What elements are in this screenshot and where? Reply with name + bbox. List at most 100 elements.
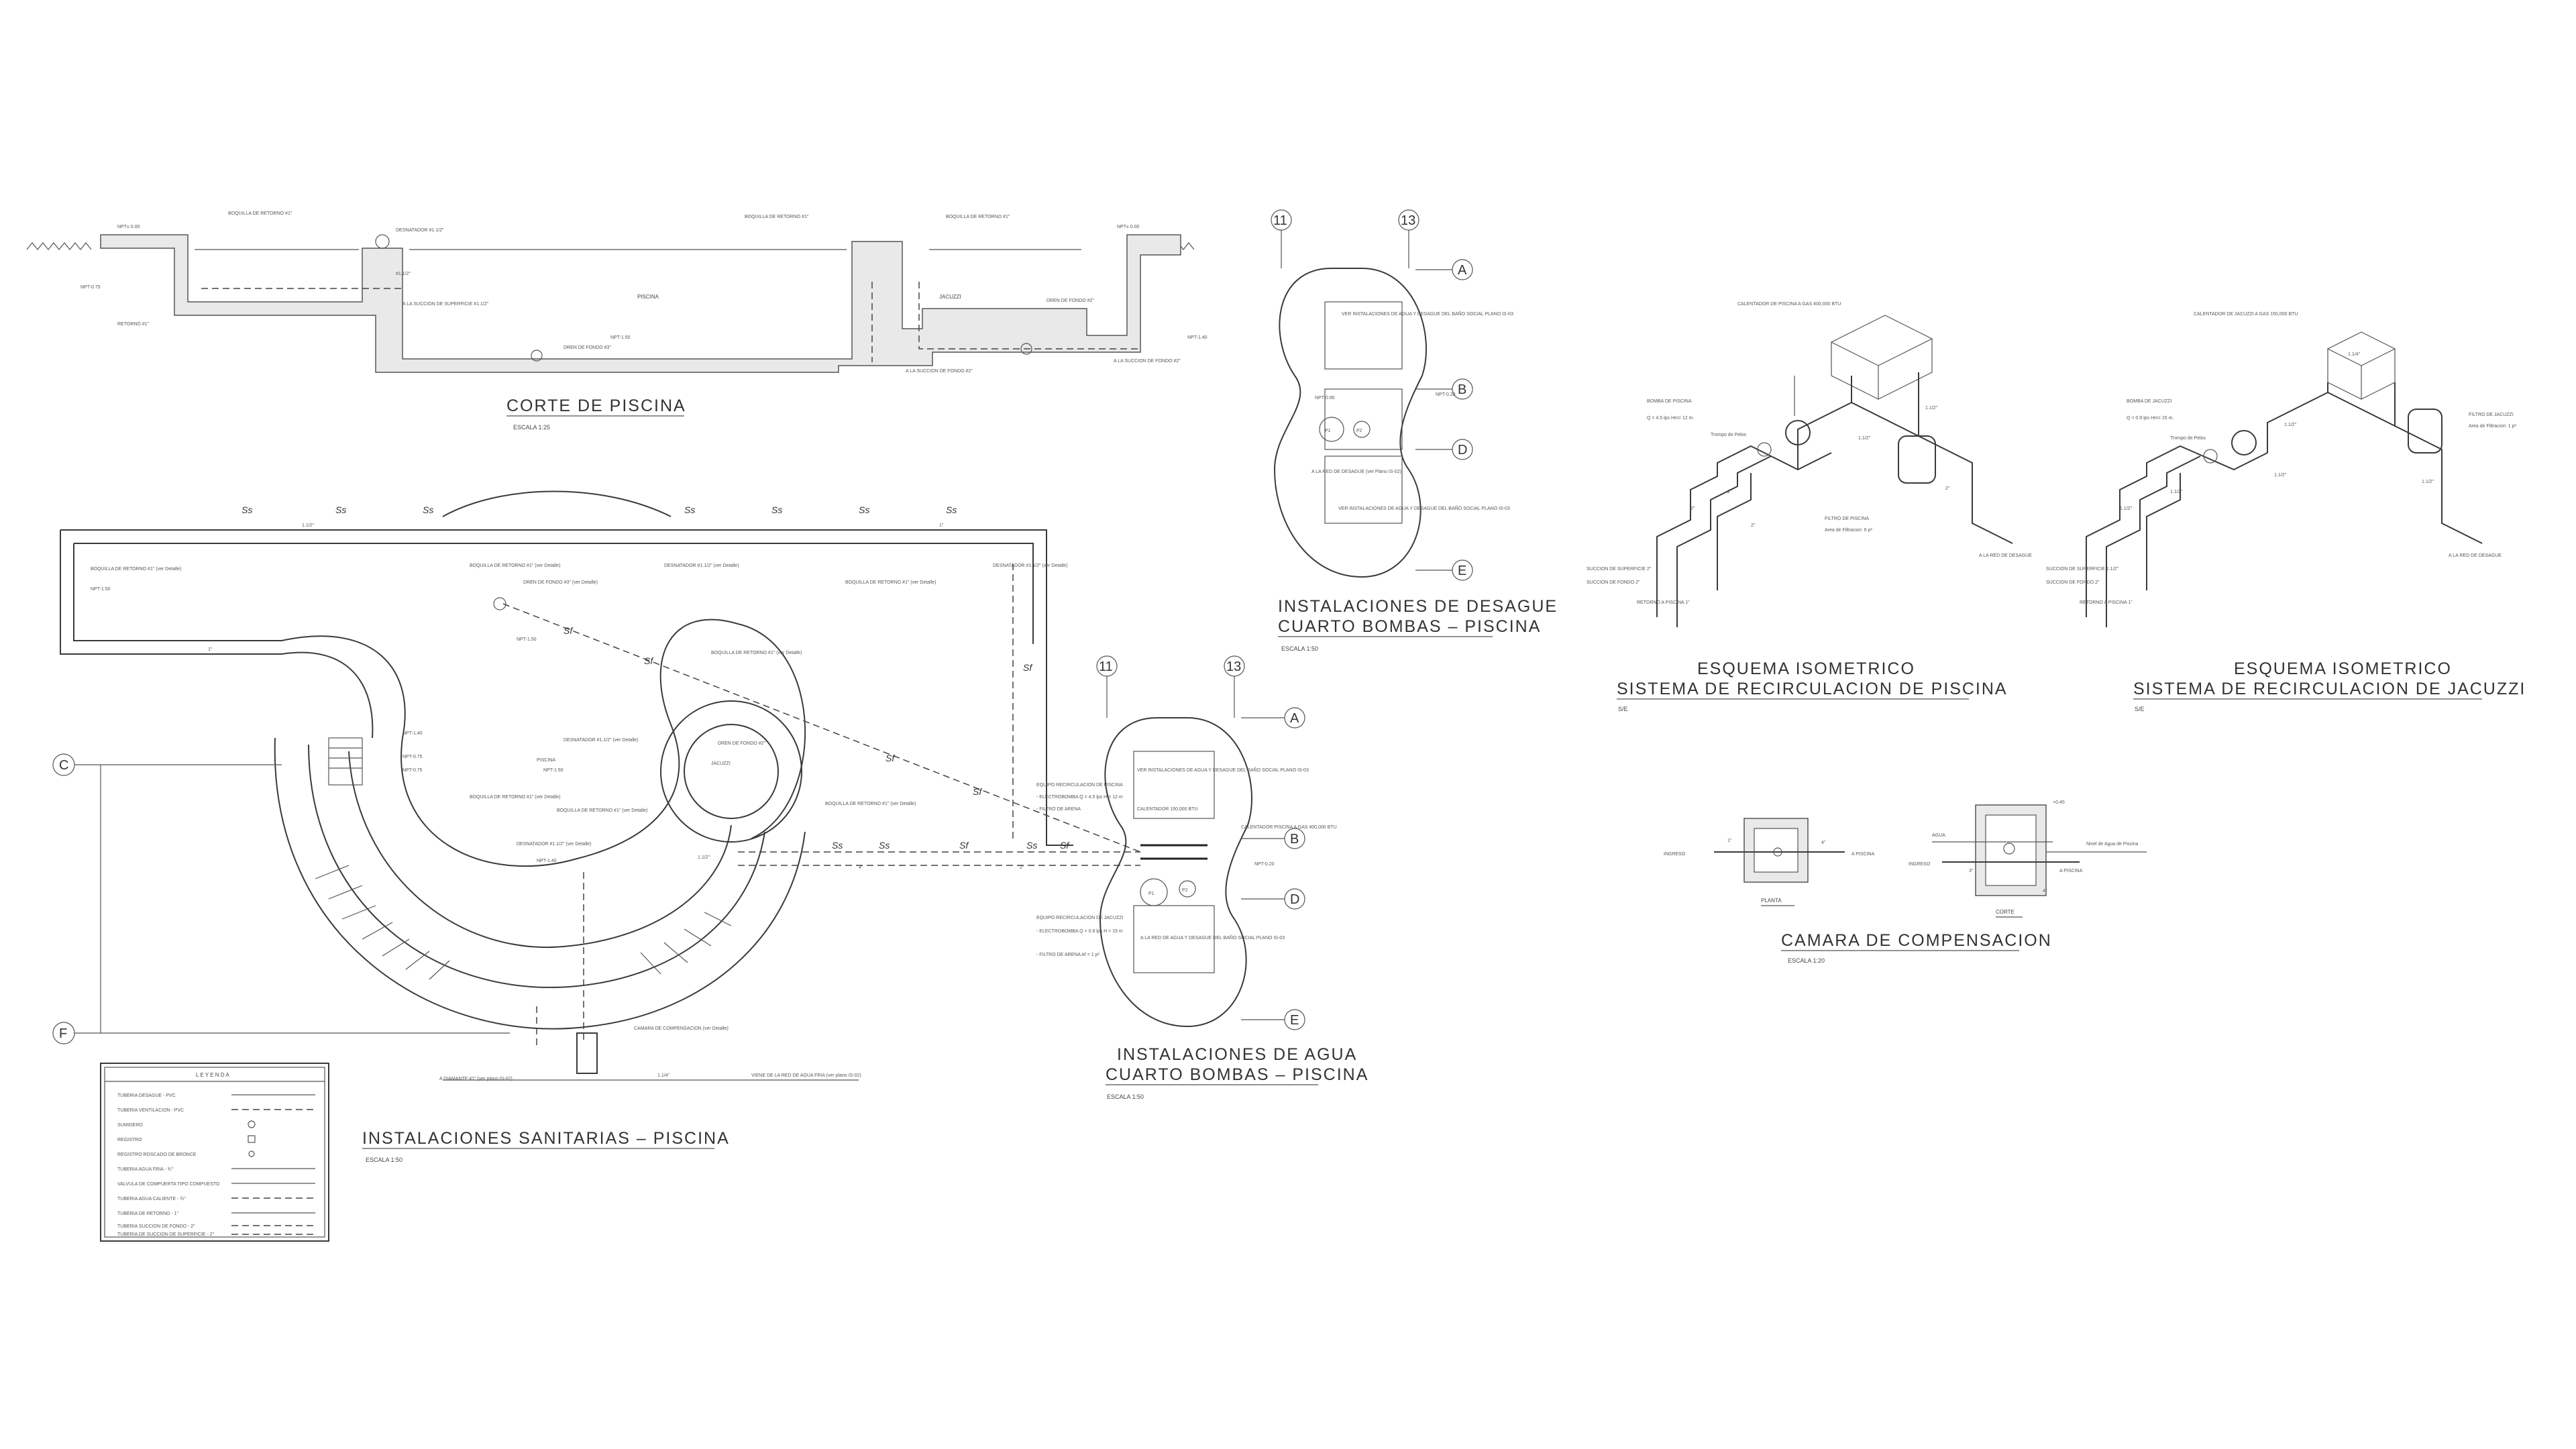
deck-outline <box>60 529 1073 846</box>
legend-item: TUBERIA AGUA CALIENTE - ¾" <box>117 1197 186 1201</box>
pool-outline <box>281 619 739 867</box>
water-note: EQUIPO RECIRCULACION DE PISCINA <box>1036 783 1123 788</box>
sanitary-note: NPT-1.50 <box>91 587 111 592</box>
chamber-note: A PISCINA <box>1851 852 1875 857</box>
grid-label: C <box>59 758 68 773</box>
iso-jacuzzi-note: 1.1/4" <box>2348 352 2361 357</box>
stair-hatch <box>315 865 450 980</box>
pump-room-outline <box>1273 268 1427 578</box>
trap-symbol <box>2203 449 2218 464</box>
section-level-label: NPT-1.40 <box>1187 335 1208 340</box>
legend-item: VALVULA DE COMPUERTA TIPO COMPUESTO <box>117 1182 220 1187</box>
grid-label: D <box>1458 443 1467 458</box>
iso-jacuzzi-pump-spec: Q = 0.9 lps Hm= 15 m. <box>2127 416 2174 421</box>
pipe-mark: Ss <box>423 504 433 515</box>
grid-label: B <box>1290 832 1299 847</box>
chamber-note: 1" <box>1727 839 1732 843</box>
iso-jacuzzi-note: A LA RED DE DESAGUE <box>2449 553 2502 558</box>
iso-jacuzzi-note: SUCCION DE SUPERFICIE 1.1/2" <box>2046 567 2118 572</box>
iso-pool-note: SUCCION DE FONDO 2" <box>1587 580 1640 585</box>
compensation-chamber <box>576 1032 598 1074</box>
iso-jacuzzi-drawing: CALENTADOR DE JACUZZI A GAS 150,000 BTU … <box>2046 312 2526 712</box>
pipe-mark: Sf <box>1023 662 1033 673</box>
section-note: A LA SUCCION DE FONDO #2" <box>906 369 973 374</box>
grid-label: 11 <box>1273 213 1287 228</box>
section-shell <box>100 234 1181 373</box>
drain-symbol <box>531 350 543 362</box>
drainage-plan-drawing: 11 13 A B D E VER INSTALACIONES DE AGUA … <box>1271 209 1556 652</box>
iso-jacuzzi-note: 1.1/2" <box>2170 490 2183 494</box>
stair-hatch <box>640 912 732 975</box>
drain-symbol <box>493 597 506 610</box>
water-plan-drawing: 11 13 A B D E EQUIPO RECIRCULACION DE PI… <box>1036 655 1367 1100</box>
legend-item: TUBERIA SUCCION DE FONDO - 2" <box>117 1224 195 1229</box>
chamber-detail-drawing: INGRESO A PISCINA 4" INGRESO A PISCINA N… <box>1664 800 2147 964</box>
grid-label: A <box>1290 711 1299 726</box>
water-title: INSTALACIONES DE AGUA <box>1117 1045 1357 1064</box>
water-note: - FILTRO DE ARENA Af = 1 p² <box>1036 953 1099 957</box>
skimmer-symbol <box>375 234 390 249</box>
sanitary-note: BOQUILLA DE RETORNO #1" (ver Detalle) <box>470 795 560 800</box>
sanitary-note: BOQUILLA DE RETORNO #1" (ver Detalle) <box>845 580 936 585</box>
pipe-mark: Sf <box>1060 840 1070 851</box>
pipe-mark: Ss <box>832 840 843 851</box>
water-note: VER INSTALACIONES DE AGUA Y DESAGUE DEL … <box>1137 767 1309 773</box>
pipe-mark: Ss <box>859 504 869 515</box>
grid-label: E <box>1458 564 1466 578</box>
pipe-mark: Ss <box>1026 840 1037 851</box>
sanitary-jacuzzi-label: JACUZZI <box>711 761 731 766</box>
iso-pool-trap: Trompo de Pelos <box>1711 433 1747 437</box>
sanitary-note: BOQUILLA DE RETORNO #1" (ver Detalle) <box>470 564 560 568</box>
iso-pool-scale: S/E <box>1618 706 1628 712</box>
section-note: RETORNO #1" <box>117 322 150 327</box>
sanitary-note: DESNATADOR #1.1/2" (ver Detalle) <box>664 564 739 568</box>
chamber-cut-label: CORTE <box>1996 909 2015 915</box>
iso-jacuzzi-title: SISTEMA DE RECIRCULACION DE JACUZZI <box>2133 680 2526 698</box>
stair-block <box>328 737 363 786</box>
iso-jacuzzi-heater: CALENTADOR DE JACUZZI A GAS 150,000 BTU <box>2194 312 2298 317</box>
iso-jacuzzi-note: 1.1/2" <box>2284 423 2297 427</box>
sanitary-note: DESNATADOR #1.1/2" (ver Detalle) <box>517 842 592 847</box>
grid-label: 11 <box>1099 659 1113 674</box>
section-note: DREN DE FONDO #3" <box>564 345 611 350</box>
iso-pool-filter-title: FILTRO DE PISCINA <box>1825 517 1869 521</box>
grid-label: A <box>1458 263 1467 278</box>
sanitary-note: NPT-0.75 <box>402 755 423 759</box>
sanitary-note: NPT-1.50 <box>543 768 564 773</box>
sanitary-note: NPT-1.40 <box>537 859 557 863</box>
iso-jacuzzi-trap: Trompo de Pelos <box>2170 436 2206 441</box>
trap-symbol <box>1757 442 1772 457</box>
section-jacuzzi-label: JACUZZI <box>939 294 961 300</box>
chamber-plan-label: PLANTA <box>1761 898 1782 904</box>
section-note: A LA SUCCION DE SUPERFICIE #1.1/2" <box>402 302 489 307</box>
sanitary-note: NPT-0.75 <box>402 768 423 773</box>
chamber-title: CAMARA DE COMPENSACION <box>1781 931 2052 950</box>
iso-pool-note: A LA RED DE DESAGUE <box>1979 553 2032 558</box>
chamber-note: +0.45 <box>2053 800 2065 805</box>
sanitary-title: INSTALACIONES SANITARIAS – PISCINA <box>362 1129 730 1148</box>
grid-label: B <box>1458 382 1466 397</box>
sanitary-note: BOQUILLA DE RETORNO #1" (ver Detalle) <box>557 808 647 813</box>
sanitary-note: DREN DE FONDO #2" <box>718 741 765 746</box>
chamber-note: A PISCINA <box>2059 869 2083 873</box>
sanitary-note: VIENE DE LA RED DE AGUA FRIA (ver plano … <box>751 1073 861 1078</box>
water-note: CALENTADOR PISCINA A GAS 400,000 BTU <box>1241 825 1337 830</box>
heater-box <box>1830 315 1933 400</box>
pipe-mark: Ss <box>946 504 957 515</box>
sanitary-scale: ESCALA 1:50 <box>366 1157 402 1163</box>
drainage-note: VER INSTALACIONES DE AGUA Y DESAGUE DEL … <box>1342 311 1513 317</box>
pump-symbol <box>1785 420 1811 445</box>
sanitary-note: 2" <box>1020 865 1024 870</box>
water-note: P2 <box>1182 888 1188 893</box>
sanitary-note: 1.1/4" <box>657 1073 670 1078</box>
sanitary-plan-drawing: C F Ss Ss Ss Ss Ss Ss Ss Sf Sf Sf Sf Sf … <box>52 490 1141 1163</box>
suction-pipe <box>502 603 1141 853</box>
sanitary-note: NPT-1.40 <box>402 731 423 736</box>
sanitary-note: 1" <box>208 647 213 652</box>
sanitary-note: 1.1/2" <box>698 855 710 860</box>
heater-box <box>2326 331 2396 400</box>
pipe-mark: Ss <box>684 504 695 515</box>
legend-item: SUMIDERO <box>117 1123 143 1128</box>
pipe-mark: Sf <box>644 655 654 666</box>
